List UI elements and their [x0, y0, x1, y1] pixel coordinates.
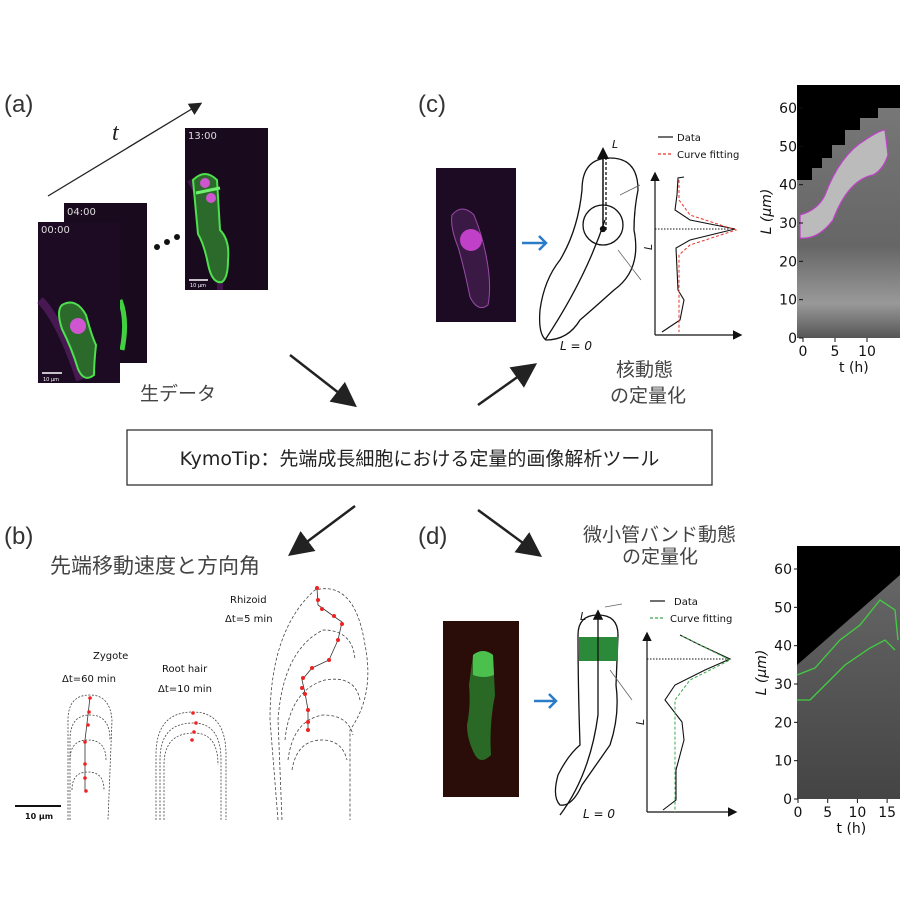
arrow-to-d — [477, 508, 543, 557]
y-tick-label: 60 — [774, 562, 792, 578]
y-tick-label: 10 — [774, 754, 792, 770]
axis-L-label: L — [580, 610, 586, 623]
time-axis-label: t — [112, 120, 120, 146]
kymo-ylabel: L (µm) — [754, 650, 770, 696]
y-tick-label: 20 — [779, 254, 797, 270]
x-tick-label: 0 — [799, 344, 808, 360]
y-tick-label: 30 — [779, 216, 797, 232]
cell-name: Rhizoid — [230, 595, 267, 606]
y-tick-label: 0 — [788, 331, 797, 347]
panel-c: (c) L L = 0 L Data — [418, 85, 900, 407]
x-tick-label: 0 — [794, 805, 803, 821]
kymograph-c: 0 10 20 30 40 50 60 0 5 10 L (µm) t (h) — [759, 85, 900, 376]
panel-d-label: (d) — [418, 523, 447, 550]
cell-name: Zygote — [93, 651, 128, 662]
frame-13: 13:00 10 µm — [185, 128, 268, 291]
root-hair-trace: Root hair Δt=10 min — [155, 664, 227, 820]
y-tick-label: 40 — [774, 639, 792, 655]
scale-bar-label: 10 µm — [190, 283, 206, 289]
legend-curve-fitting: Curve fitting — [670, 614, 732, 625]
scale-bar-label: 10 µm — [43, 377, 59, 383]
legend-data: Data — [674, 597, 698, 608]
scale-bar-label: 10 µm — [25, 812, 53, 821]
rhizoid-trace: Rhizoid Δt=5 min — [225, 586, 369, 821]
kymo-ylabel: L (µm) — [759, 189, 775, 235]
cell-outline-diagram — [538, 147, 642, 341]
y-tick-label: 20 — [774, 715, 792, 731]
panel-c-label: (c) — [418, 91, 446, 118]
panel-a: (a) t 04:00 00:00 10 µm 13 — [4, 91, 268, 405]
y-tick-label: 50 — [774, 600, 792, 616]
x-tick-label: 10 — [848, 805, 866, 821]
y-tick-label: 50 — [779, 139, 797, 155]
arrow-to-center — [289, 354, 357, 408]
origin-label: L = 0 — [583, 807, 615, 821]
legend-data: Data — [677, 133, 701, 144]
kymo-xlabel: t (h) — [837, 821, 867, 837]
profile-plot-c: L Data Curve fitting — [642, 133, 743, 340]
caption-line2: の定量化 — [622, 546, 698, 568]
arrow-to-b — [287, 504, 356, 556]
ellipsis-dots — [154, 234, 180, 250]
cell-name: Root hair — [162, 664, 208, 675]
kymo-xlabel: t (h) — [839, 360, 869, 376]
raw-data-caption: 生データ — [140, 383, 216, 405]
caption-line1: 微小管バンド動態 — [583, 524, 736, 546]
frame-timestamp: 13:00 — [188, 131, 217, 142]
kymotip-title: KymoTip：先端成長細胞における定量的画像解析ツール — [180, 448, 660, 470]
y-tick-label: 0 — [783, 792, 792, 808]
cell-interval: Δt=5 min — [225, 614, 273, 625]
arrow-to-c — [477, 363, 538, 407]
y-tick-label: 40 — [779, 178, 797, 194]
x-tick-label: 5 — [831, 344, 840, 360]
x-tick-label: 15 — [878, 805, 896, 821]
y-tick-label: 60 — [779, 101, 797, 117]
panel-b: (b) 先端移動速度と方向角 Zygote Δt=60 min 10 µm Ro… — [4, 523, 369, 821]
panel-d: (d) 微小管バンド動態 の定量化 L L = 0 L Data — [418, 523, 900, 837]
axis-L-label: L — [612, 138, 618, 151]
y-tick-label: 30 — [774, 677, 792, 693]
kymotip-title-box: KymoTip：先端成長細胞における定量的画像解析ツール — [126, 429, 713, 486]
nucleus-image — [436, 168, 516, 322]
zygote-trace: Zygote Δt=60 min 10 µm — [15, 651, 128, 821]
caption-line2: の定量化 — [610, 385, 686, 407]
origin-label: L = 0 — [560, 339, 592, 353]
frame-00: 00:00 10 µm — [37, 222, 120, 383]
time-arrow — [47, 102, 203, 197]
panel-b-label: (b) — [4, 523, 33, 550]
profile-plot-d: L Data Curve fitting — [634, 597, 738, 817]
microtubule-image — [443, 621, 519, 797]
panel-a-label: (a) — [4, 91, 33, 118]
legend-curve-fitting: Curve fitting — [677, 150, 739, 161]
frame-timestamp: 04:00 — [67, 207, 96, 218]
frame-timestamp: 00:00 — [41, 225, 70, 236]
kymograph-d: 0 10 20 30 40 50 60 0 5 10 15 L (µm) t (h) — [754, 546, 900, 837]
profile-ylabel: L — [642, 244, 655, 250]
caption-line1: 核動態 — [616, 359, 673, 381]
x-tick-label: 10 — [858, 344, 876, 360]
panel-b-title: 先端移動速度と方向角 — [50, 554, 260, 578]
profile-ylabel: L — [634, 719, 647, 725]
cell-interval: Δt=10 min — [158, 684, 212, 695]
cell-interval: Δt=60 min — [62, 674, 116, 685]
cell-outline-diagram — [554, 603, 633, 816]
y-tick-label: 10 — [779, 293, 797, 309]
x-tick-label: 5 — [823, 805, 832, 821]
